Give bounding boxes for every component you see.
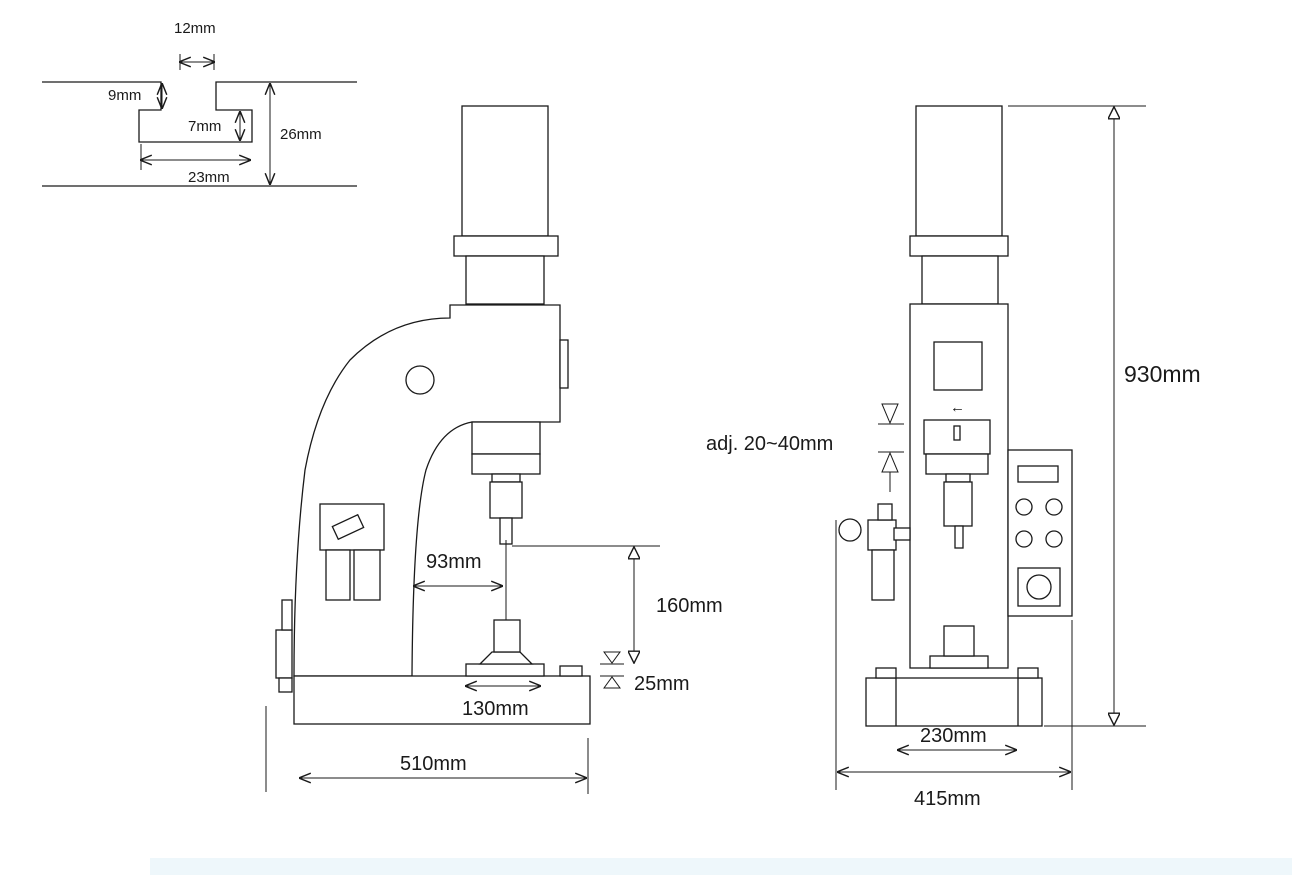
footer-band — [150, 858, 1292, 875]
front-view-machine: ← — [835, 105, 1073, 790]
base-inner-width-label: 230mm — [920, 725, 987, 747]
t-slot-detail: 12mm 9mm 7mm 26mm 23mm — [42, 20, 357, 187]
slot-width-top-label: 12mm — [174, 20, 216, 37]
slot-depth-upper-label: 9mm — [108, 87, 141, 104]
throat-depth-label: 93mm — [426, 551, 482, 573]
front-view-dimensions: adj. 20~40mm 930mm 230mm 415mm — [706, 105, 1201, 810]
slot-width-bottom-label: 23mm — [188, 169, 230, 186]
overall-height-label: 930mm — [1124, 361, 1201, 387]
side-view-dimensions: 93mm 160mm 25mm 130mm 510mm — [300, 540, 723, 794]
table-height-label: 25mm — [634, 673, 690, 695]
adjustment-label: adj. 20~40mm — [706, 433, 833, 455]
direction-arrow-icon: ← — [950, 399, 965, 416]
base-width-label: 415mm — [914, 788, 981, 810]
side-view-machine — [265, 105, 591, 792]
slot-depth-lower-label: 7mm — [188, 118, 221, 135]
stroke-label: 160mm — [656, 595, 723, 617]
slot-total-height-label: 26mm — [280, 126, 322, 143]
table-diameter-label: 130mm — [462, 698, 529, 720]
base-depth-label: 510mm — [400, 753, 467, 775]
